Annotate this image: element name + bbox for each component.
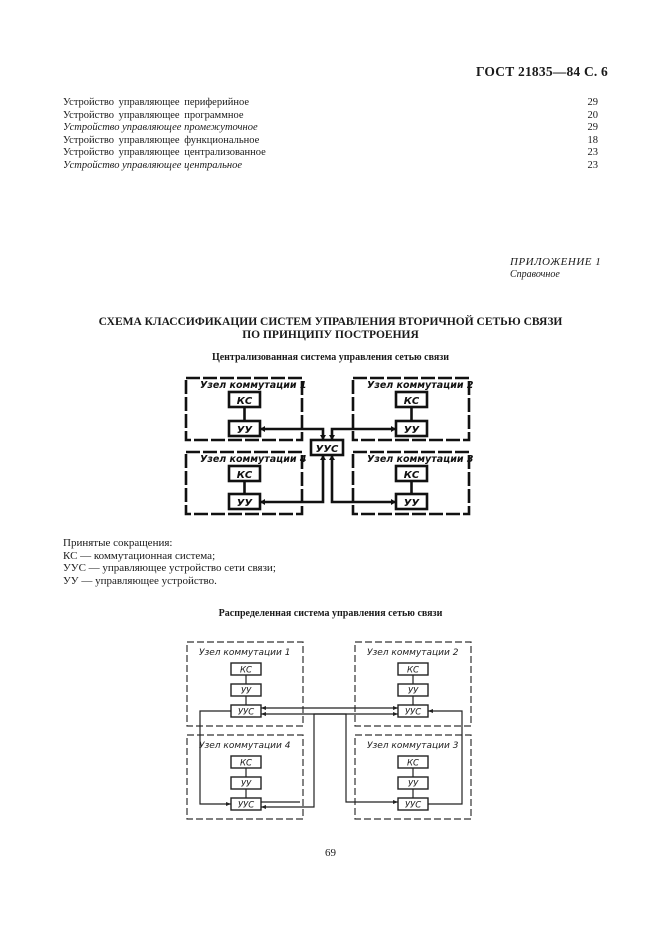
- node-label-2: Узел коммутации 2: [367, 648, 459, 658]
- uus-label: УУС: [238, 801, 254, 811]
- index-entry: Устройство управляющее центральное 23: [63, 160, 598, 173]
- uu-label: УУ: [408, 687, 419, 697]
- node-label-1: Узел коммутации 1: [200, 380, 306, 391]
- uu-label: УУ: [408, 780, 419, 790]
- central-uus-box: [309, 438, 345, 457]
- abbreviations-heading: Принятые сокращения:: [63, 537, 173, 549]
- distributed-title: Распределенная система управления сетью …: [218, 608, 443, 619]
- index-entry: Устройство управляющее функциональное 18: [63, 135, 598, 148]
- uu-label: УУ: [241, 780, 252, 790]
- uu-label: УУ: [237, 498, 254, 509]
- uu-label: УУ: [404, 498, 421, 509]
- uu-label: УУ: [404, 425, 421, 436]
- uu-label: УУ: [241, 687, 252, 697]
- index-entry: Устройство управляющее программное 20: [63, 110, 598, 123]
- document-reference: ГОСТ 21835—84 С. 6: [475, 64, 608, 79]
- node-label-2: Узел коммутации 2: [367, 380, 474, 391]
- ks-label: КС: [240, 666, 252, 676]
- node-label-1: Узел коммутации 1: [199, 648, 290, 658]
- index-term: Устройство управляющее функциональное: [63, 134, 260, 146]
- node-label-4: Узел коммутации 4: [200, 454, 307, 465]
- node-frame-2: [351, 376, 471, 442]
- index-entry: Устройство управляющее промежуточное 29: [63, 122, 598, 135]
- centralized-title: Централизованная система управления сеть…: [211, 352, 450, 363]
- ks-label: КС: [237, 470, 253, 481]
- page-number: 69: [325, 847, 336, 859]
- main-title-line1: СХЕМА КЛАССИФИКАЦИИ СИСТЕМ УПРАВЛЕНИЯ ВТ…: [98, 316, 563, 328]
- ks-label: КС: [237, 396, 253, 407]
- index-entry: Устройство управляющее периферийное 29: [63, 97, 598, 110]
- abbreviation-item: УУ — управляющее устройство.: [63, 574, 217, 587]
- index-page: 29: [587, 97, 599, 108]
- index-term: Устройство управляющее программное: [63, 109, 244, 121]
- index-entry: Устройство управляющее централизованное …: [63, 147, 598, 160]
- node-label-3: Узел коммутации 3: [367, 454, 474, 465]
- uus-label: УУС: [405, 708, 421, 718]
- main-title-line2: ПО ПРИНЦИПУ ПОСТРОЕНИЯ: [242, 329, 419, 341]
- ks-label: КС: [404, 396, 420, 407]
- ks-label: КС: [407, 759, 419, 769]
- uus-label: УУС: [405, 801, 421, 811]
- index-page: 23: [587, 159, 599, 171]
- appendix-type: Справочное: [510, 269, 560, 280]
- index-term: Устройство управляющее промежуточное: [63, 122, 258, 133]
- node-frame-1: [184, 376, 304, 442]
- index-page: 20: [587, 109, 599, 121]
- index-term: Устройство управляющее периферийное: [63, 97, 249, 108]
- index-term: Устройство управляющее центральное: [63, 159, 243, 171]
- node-label-3: Узел коммутации 3: [367, 741, 459, 751]
- uu-label: УУ: [237, 425, 254, 436]
- index-term: Устройство управляющее централизованное: [63, 147, 266, 158]
- appendix-label: ПРИЛОЖЕНИЕ 1: [510, 256, 602, 268]
- node-frame-3: [351, 450, 471, 516]
- central-uus-label: УУС: [316, 444, 339, 455]
- ks-label: КС: [240, 759, 252, 769]
- abbreviation-item: КС — коммутационная система;: [63, 549, 216, 562]
- ks-label: КС: [404, 470, 420, 481]
- node-label-4: Узел коммутации 4: [199, 741, 291, 751]
- uus-label: УУС: [238, 708, 254, 718]
- index-page: 29: [587, 122, 599, 133]
- index-page: 18: [587, 134, 599, 146]
- ks-label: КС: [407, 666, 419, 676]
- node-frame-4: [184, 450, 304, 516]
- index-page: 23: [587, 147, 599, 158]
- abbreviation-item: УУС — управляющее устройство сети связи;: [63, 562, 276, 574]
